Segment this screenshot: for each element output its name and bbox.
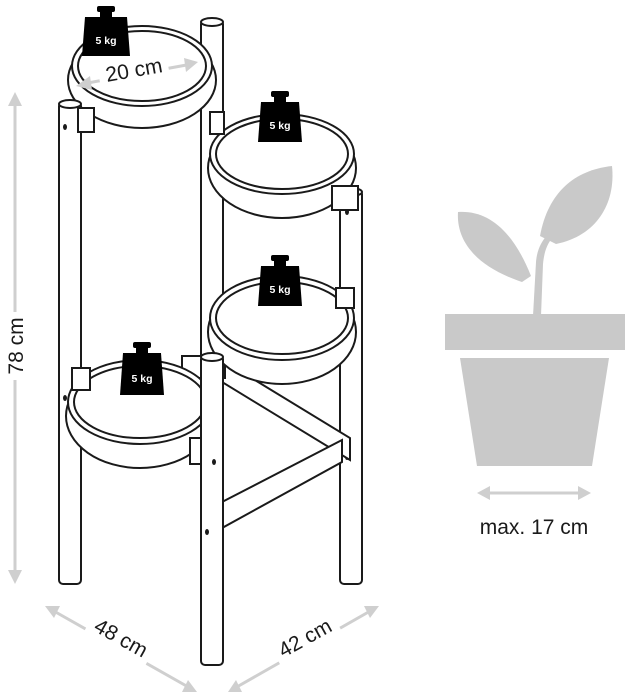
post-front-left [58,99,82,585]
screw-icon [205,529,209,535]
diameter-arrow-right-icon [184,58,198,72]
height-label: 78 cm [5,317,28,374]
weight-icon-middle-right: 5 kg [258,255,302,306]
pot-body-icon [460,358,609,466]
tray-middle-right [207,275,357,385]
depth-dimension: 48 cm [45,606,197,692]
height-dimension: 78 cm [2,92,28,584]
connector-block [77,107,95,133]
weight-label-top: 5 kg [95,35,116,47]
screw-icon [212,459,216,465]
weight-icon-lower-left: 5 kg [120,342,164,395]
pot-arrow-left-icon [477,486,490,500]
weight-label-upper-right: 5 kg [269,120,290,132]
connector-block [335,287,355,309]
tray-upper-right [207,113,357,219]
diameter-label-bg [96,50,170,86]
weight-icon-upper-right: 5 kg [258,91,302,142]
plant-stem-icon [533,234,552,316]
width-label-bg [268,608,342,666]
screw-icon [63,124,67,130]
connector-block [71,367,91,391]
width-arrow-right-icon [364,606,379,618]
leaf-left-icon [457,211,531,282]
connector-block [331,185,359,211]
pot-rim-icon [445,314,625,350]
width-label: 42 cm [275,615,336,663]
pot-arrow-right-icon [578,486,591,500]
height-arrow-top-icon [8,92,22,106]
pot-max-label: max. 17 cm [480,516,589,539]
width-arrow-left-icon [228,680,242,692]
depth-label-bg [84,608,158,666]
depth-arrow-right-icon [182,680,197,692]
height-label-bg [2,312,28,380]
post-front-center [200,352,224,666]
depth-arrow-left-icon [45,606,60,618]
post-right [339,187,363,585]
weight-label-middle-right: 5 kg [269,284,290,296]
screw-icon [63,395,67,401]
weight-label-lower-left: 5 kg [131,373,152,385]
diameter-arrow-left-icon [76,76,92,90]
connector-block [209,111,225,135]
tray-lower-left [65,359,215,469]
depth-label: 48 cm [90,615,151,663]
plant-pot-illustration: max. 17 cm [445,166,625,539]
weight-icon-top: 5 kg [82,6,130,56]
height-arrow-bottom-icon [8,570,22,584]
leaf-right-icon [540,166,613,244]
width-dimension: 42 cm [228,606,379,692]
